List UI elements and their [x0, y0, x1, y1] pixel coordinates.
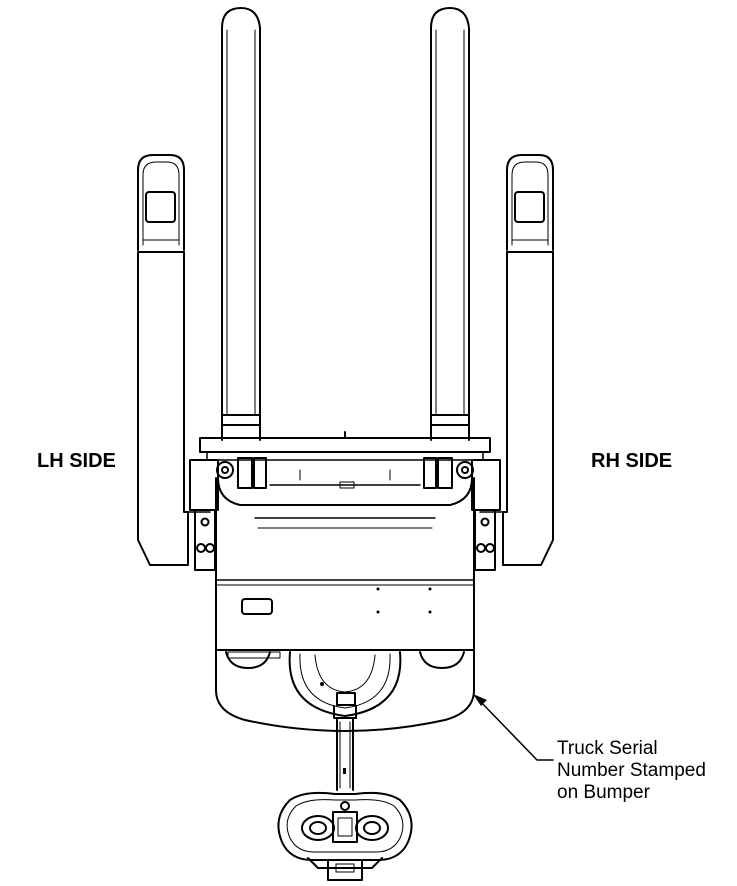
bumper: [215, 649, 475, 732]
right-outrigger: [479, 154, 554, 566]
right-fork: [430, 7, 470, 441]
callout-leader: [473, 694, 554, 761]
rh-side-label: RH SIDE: [591, 450, 673, 472]
fork-carriage: [189, 431, 501, 511]
lh-side-label: LH SIDE: [37, 450, 116, 472]
left-fork: [221, 7, 261, 441]
tiller-head: [277, 791, 413, 881]
serial-number-callout: Truck Serial Number Stamped on Bumper: [557, 738, 706, 804]
callout-line-2: Number Stamped: [557, 760, 706, 781]
callout-line-1: Truck Serial: [557, 738, 658, 759]
callout-line-3: on Bumper: [557, 782, 650, 803]
truck-body: [194, 477, 496, 651]
left-outrigger: [137, 154, 211, 566]
tiller-arm: [333, 692, 357, 791]
